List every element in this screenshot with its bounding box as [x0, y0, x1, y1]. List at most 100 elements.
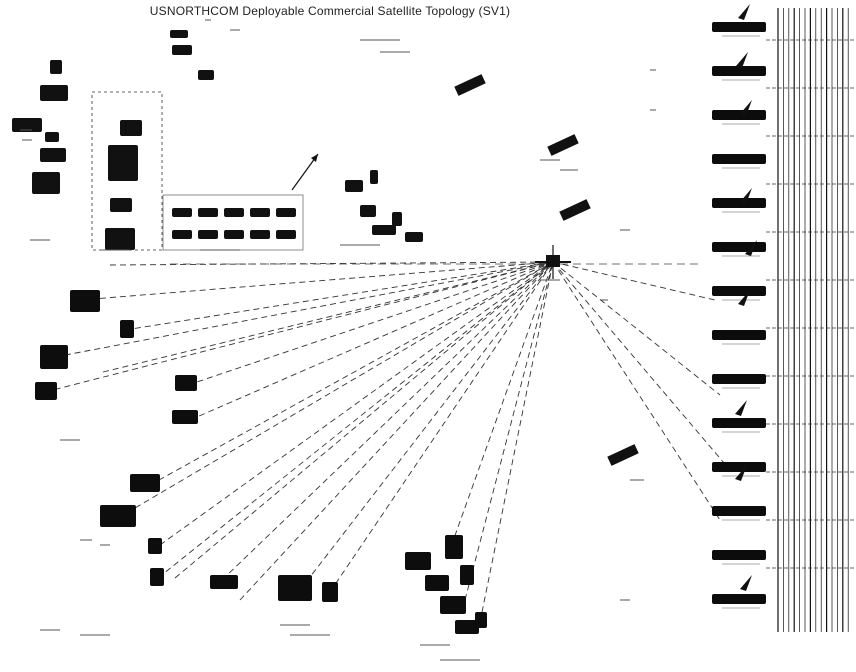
link-line — [174, 261, 554, 579]
terminal-icon — [405, 232, 423, 242]
equipment-icon — [712, 242, 766, 252]
equipment-icon — [712, 594, 766, 604]
link-line — [124, 261, 554, 331]
diagram-title: USNORTHCOM Deployable Commercial Satelli… — [149, 4, 511, 18]
satellite-links — [44, 261, 731, 623]
terminal-icon — [45, 132, 59, 142]
dish-icon — [745, 240, 757, 256]
dish-icon — [738, 290, 750, 306]
terminal-icon — [120, 320, 134, 338]
satellite-icon — [607, 444, 639, 466]
terminal-icon — [345, 180, 363, 192]
equipment-icon — [712, 418, 766, 428]
satellite-hub — [535, 245, 571, 279]
terminal-icon — [70, 290, 100, 312]
terminal-icon — [224, 230, 244, 239]
terminal-icon — [475, 612, 487, 628]
link-line — [117, 261, 554, 519]
link-line — [329, 261, 554, 593]
terminal-icon — [455, 620, 479, 634]
link-line — [149, 261, 554, 486]
link-line — [102, 261, 554, 373]
link-line — [552, 261, 716, 301]
terminal-icon — [12, 118, 42, 132]
link-line — [552, 261, 721, 396]
satellite-icon — [547, 134, 579, 156]
link-line — [79, 261, 554, 301]
terminal-icon — [370, 170, 378, 184]
terminal-icon — [175, 375, 197, 391]
equipment-icon — [712, 374, 766, 384]
terminal-icon — [198, 230, 218, 239]
terminal-icon — [130, 474, 160, 492]
terminal-icon — [460, 565, 474, 585]
terminal-icon — [210, 575, 238, 589]
equipment-icon — [712, 110, 766, 120]
terminal-nodes — [12, 30, 487, 634]
terminal-icon — [172, 208, 192, 217]
group-box — [162, 194, 304, 251]
link-line — [479, 261, 554, 623]
terminal-icon — [100, 505, 136, 527]
terminal-icon — [170, 30, 188, 38]
terminal-icon — [224, 208, 244, 217]
link-line — [447, 261, 554, 556]
terminal-icon — [405, 552, 431, 570]
equipment-icon — [712, 286, 766, 296]
equipment-icon — [712, 66, 766, 76]
terminal-icon — [276, 230, 296, 239]
terminal-icon — [150, 568, 164, 586]
equipment-icon — [712, 154, 766, 164]
equipment-icon — [712, 550, 766, 560]
terminal-icon — [250, 208, 270, 217]
terminal-icon — [40, 148, 66, 162]
terminal-icon — [425, 575, 449, 591]
terminal-icon — [360, 205, 376, 217]
link-line — [552, 261, 721, 521]
dish-icon — [740, 575, 752, 591]
link-line — [239, 261, 554, 601]
link-line — [157, 261, 554, 579]
terminal-icon — [392, 212, 402, 226]
link-line — [159, 261, 554, 546]
equipment-icon — [712, 198, 766, 208]
terminal-icon — [276, 208, 296, 217]
link-line — [54, 261, 554, 358]
terminal-icon — [198, 208, 218, 217]
terminal-icon — [108, 145, 138, 181]
link-line — [189, 261, 554, 421]
link-line — [299, 261, 554, 591]
terminal-icon — [40, 85, 68, 101]
dish-icon — [738, 4, 750, 20]
terminal-icon — [372, 225, 396, 235]
terminal-icon — [172, 410, 198, 424]
link-line — [221, 261, 554, 581]
terminal-icon — [35, 382, 57, 400]
terminal-icon — [445, 535, 463, 559]
terminal-icon — [322, 582, 338, 602]
link-line — [44, 261, 554, 393]
terminal-icon — [50, 60, 62, 74]
terminal-icon — [250, 230, 270, 239]
terminal-icon — [172, 230, 192, 239]
link-line — [552, 261, 731, 471]
terminal-icon — [110, 198, 132, 212]
terminal-icon — [105, 228, 135, 250]
terminal-icon — [172, 45, 192, 55]
satellite-icon — [559, 199, 591, 221]
dish-icon — [740, 100, 752, 116]
equipment-icon — [712, 330, 766, 340]
dish-icon — [736, 52, 748, 68]
arrow-head — [311, 154, 318, 162]
terminal-icon — [32, 172, 60, 194]
terminal-icon — [120, 120, 142, 136]
link-line — [187, 261, 554, 386]
terminal-icon — [278, 575, 312, 601]
terminal-icon — [198, 70, 214, 80]
dish-icon — [735, 465, 747, 481]
satellites — [454, 74, 639, 466]
link-line — [464, 261, 554, 601]
equipment-icon — [712, 22, 766, 32]
equipment-icon — [712, 462, 766, 472]
